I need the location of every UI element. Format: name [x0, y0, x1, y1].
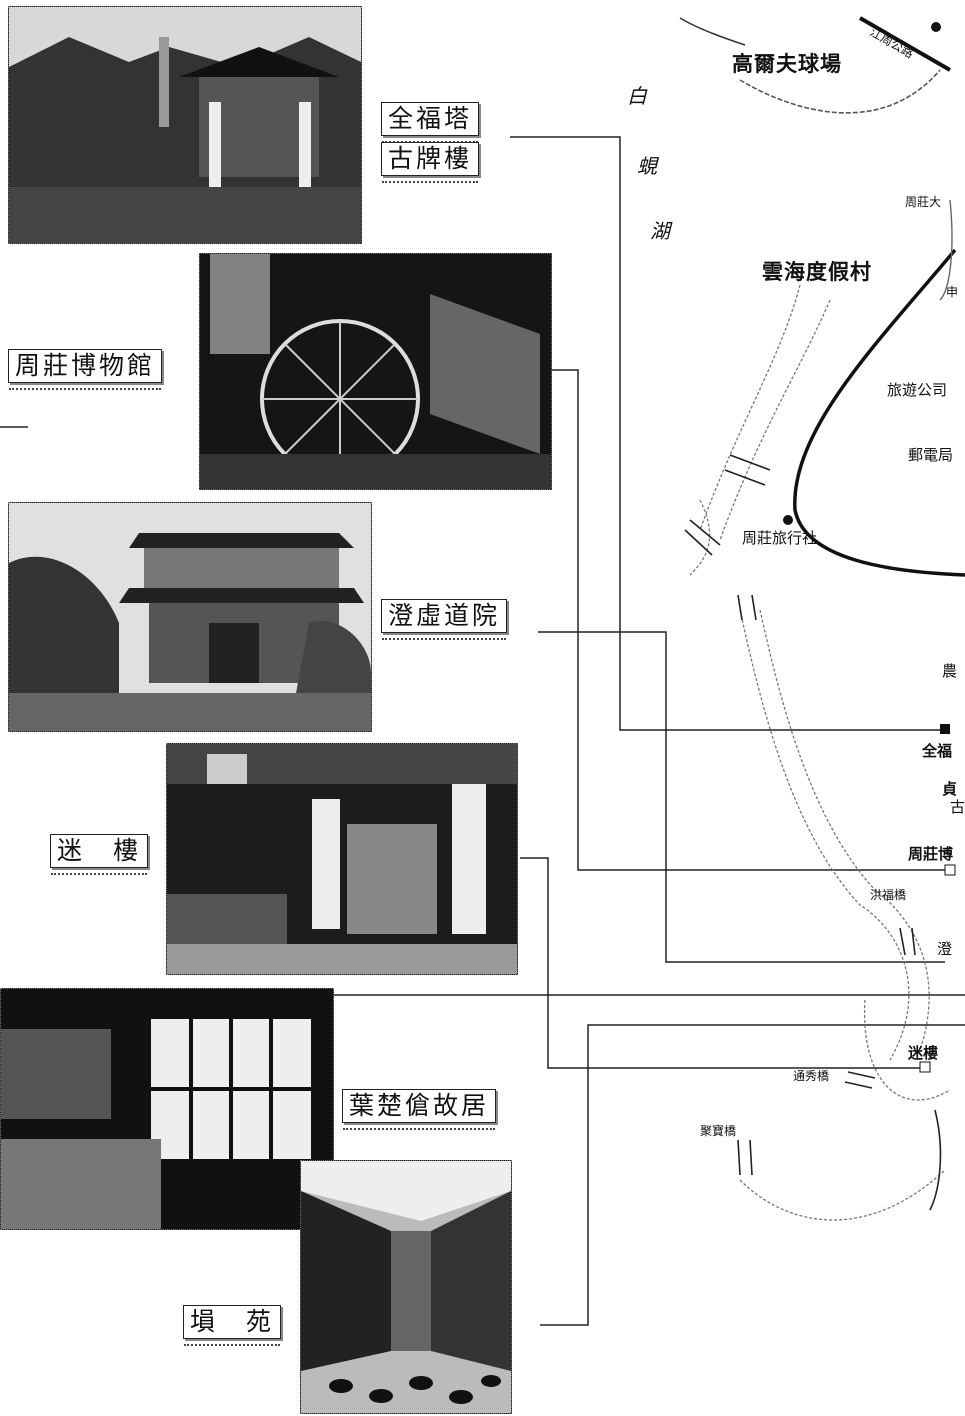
leader-line-quanfu — [510, 136, 945, 731]
map-label-resort: 雲海度假村 — [762, 260, 872, 284]
quanfu-marker — [940, 724, 950, 734]
label-archway: 古牌樓 — [381, 142, 480, 183]
photo-archway-graphic — [9, 7, 361, 243]
map-label-hotel: 周莊大 — [905, 195, 942, 209]
map-label-zhen: 貞 — [942, 780, 958, 798]
golf-marker — [931, 22, 941, 32]
map-label-tongxiu-bridge: 通秀橋 — [793, 1069, 830, 1083]
map-label-cheng: 澄 — [937, 940, 953, 958]
map-label-tour-company: 旅遊公司 — [887, 381, 948, 399]
photo-guiyuan-graphic — [301, 1161, 511, 1413]
label-milou: 迷 樓 — [50, 834, 149, 875]
main-road — [793, 248, 965, 577]
map-label-quanfu-short: 全福 — [922, 742, 953, 760]
photo-quanfu-archway — [8, 6, 362, 244]
map-label-museum-short: 周莊博 — [908, 845, 954, 863]
photo-ye-chucang — [0, 988, 334, 1230]
milou-marker — [919, 1061, 931, 1073]
map-label-lake-2: 蜆 — [637, 154, 657, 178]
leader-line-chengxu — [538, 631, 945, 963]
label-chengxu-temple: 澄虛道院 — [381, 599, 508, 640]
label-gui-yuan: 塤 苑 — [183, 1305, 282, 1346]
map-label-travel-agency: 周莊旅行社 — [742, 529, 818, 547]
photo-milou-graphic — [167, 744, 517, 974]
river-shore-west — [739, 609, 910, 1061]
photo-chengxu-temple — [8, 502, 372, 732]
travel-agency-marker — [783, 515, 793, 525]
map-label-post-office: 郵電局 — [908, 446, 954, 464]
photo-museum — [199, 253, 552, 490]
leader-line-guiyuan — [540, 1024, 965, 1326]
photo-gui-yuan — [300, 1160, 512, 1414]
map-label-lake-3: 湖 — [650, 219, 670, 243]
label-quanfu-pagoda: 全福塔 — [381, 102, 480, 143]
label-museum: 周莊博物館 — [8, 349, 163, 390]
map-label-shen: 申 — [946, 285, 959, 299]
photo-milou — [166, 743, 518, 975]
label-ye-chucang: 葉楚傖故居 — [342, 1089, 497, 1130]
photo-ye-graphic — [1, 989, 333, 1229]
museum-marker — [944, 864, 956, 876]
map-label-jubao-bridge: 聚寶橋 — [700, 1124, 737, 1138]
map-label-hongfu-bridge: 洪福橋 — [870, 888, 907, 902]
leader-line-milou — [520, 857, 920, 1069]
map-label-nong: 農 — [942, 662, 958, 680]
map-label-golf: 高爾夫球場 — [732, 52, 842, 76]
canal-shore — [699, 284, 801, 531]
map-label-lake-1: 白 — [627, 84, 647, 108]
map-label-milou-map: 迷樓 — [908, 1044, 939, 1062]
leader-line-museum — [552, 369, 945, 871]
photo-temple-graphic — [9, 503, 371, 731]
map-label-road-sign: 江周公路 — [867, 24, 917, 61]
map-label-gu: 古 — [950, 798, 965, 816]
photo-museum-graphic — [200, 254, 551, 489]
